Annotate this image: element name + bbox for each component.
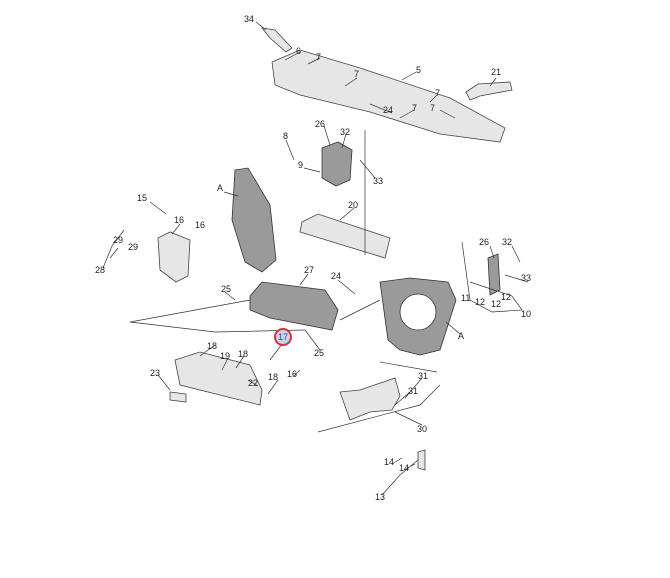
callout-15[interactable]: 15 <box>137 193 147 203</box>
callout-A[interactable]: A <box>217 183 223 193</box>
part-16-left-deflector <box>157 231 191 283</box>
callout-33[interactable]: 33 <box>373 176 383 186</box>
callout-7[interactable]: 7 <box>354 69 359 79</box>
part-20-bar <box>299 213 391 259</box>
callout-18[interactable]: 18 <box>207 341 217 351</box>
callout-A[interactable]: A <box>458 331 464 341</box>
callout-22[interactable]: 22 <box>248 378 258 388</box>
callout-23[interactable]: 23 <box>150 368 160 378</box>
callout-32[interactable]: 32 <box>340 127 350 137</box>
callout-31[interactable]: 31 <box>408 386 418 396</box>
callout-12[interactable]: 12 <box>491 299 501 309</box>
callout-34[interactable]: 34 <box>244 14 254 24</box>
callout-31[interactable]: 31 <box>418 371 428 381</box>
callout-10[interactable]: 10 <box>521 309 531 319</box>
part-17-grille-shutter <box>249 281 339 331</box>
callout-14[interactable]: 14 <box>384 457 394 467</box>
callout-29[interactable]: 29 <box>113 235 123 245</box>
callout-21[interactable]: 21 <box>491 67 501 77</box>
part-18-lower-panel <box>174 351 263 406</box>
callout-24[interactable]: 24 <box>331 271 341 281</box>
callout-16[interactable]: 16 <box>287 369 297 379</box>
callout-26[interactable]: 26 <box>315 119 325 129</box>
callout-6[interactable]: 6 <box>296 46 301 56</box>
callout-28[interactable]: 28 <box>95 265 105 275</box>
callout-32[interactable]: 32 <box>502 237 512 247</box>
callout-25[interactable]: 25 <box>221 284 231 294</box>
callout-33[interactable]: 33 <box>521 273 531 283</box>
callout-7[interactable]: 7 <box>316 52 321 62</box>
part-23-plate <box>169 391 187 403</box>
callout-27[interactable]: 27 <box>304 265 314 275</box>
part-A-left-bracket <box>231 167 277 273</box>
part-14-bracket <box>417 449 426 471</box>
callout-20[interactable]: 20 <box>348 200 358 210</box>
part-shapes <box>157 27 513 471</box>
leader-lines <box>102 21 529 496</box>
part-A-right-opening <box>399 293 437 331</box>
callout-7[interactable]: 7 <box>412 103 417 113</box>
callout-17-highlighted[interactable]: 17 <box>278 332 288 342</box>
callout-7[interactable]: 7 <box>430 103 435 113</box>
callout-26[interactable]: 26 <box>479 237 489 247</box>
callout-16[interactable]: 16 <box>174 215 184 225</box>
part-5-upper-tie-bar <box>271 49 506 143</box>
callout-11[interactable]: 11 <box>461 293 470 303</box>
callout-14[interactable]: 14 <box>399 463 409 473</box>
callout-5[interactable]: 5 <box>416 65 421 75</box>
callout-24[interactable]: 24 <box>383 105 393 115</box>
part-21-bracket <box>465 81 513 101</box>
callout-13[interactable]: 13 <box>375 492 385 502</box>
callout-7[interactable]: 7 <box>435 88 440 98</box>
callout-25[interactable]: 25 <box>314 348 324 358</box>
callout-19[interactable]: 19 <box>220 351 230 361</box>
callout-18[interactable]: 18 <box>268 372 278 382</box>
part-33-right-bracket <box>487 253 501 296</box>
part-30-lower-deflector <box>339 377 401 421</box>
callout-30[interactable]: 30 <box>417 424 427 434</box>
part-9-bracket <box>321 141 353 187</box>
callout-12[interactable]: 12 <box>475 297 485 307</box>
callout-18[interactable]: 18 <box>238 349 248 359</box>
callout-12[interactable]: 12 <box>501 292 511 302</box>
callout-8[interactable]: 8 <box>283 131 288 141</box>
callout-labels: 34 6 7 7 5 21 24 7 7 7 26 32 8 9 33 15 1… <box>95 14 531 502</box>
callout-16[interactable]: 16 <box>195 220 205 230</box>
callout-29[interactable]: 29 <box>128 242 138 252</box>
highlight-circle-17[interactable] <box>274 328 292 346</box>
part-34-bracket <box>261 27 293 53</box>
callout-9[interactable]: 9 <box>298 160 303 170</box>
